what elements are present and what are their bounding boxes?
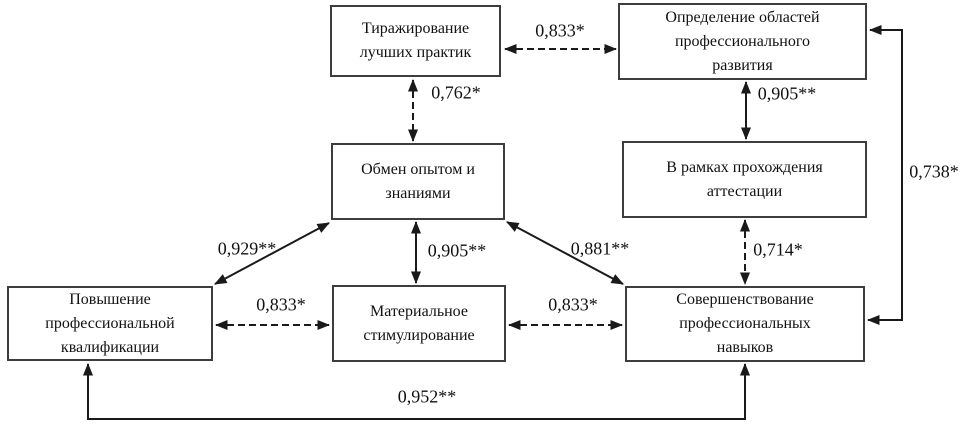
- edge-value-development-areas-skills-improvement: 0,738*: [909, 161, 959, 182]
- node-professional-development-areas: Определение областей профессионального р…: [618, 3, 867, 80]
- edge-value-qualification-experience-exchange: 0,929**: [217, 238, 277, 259]
- edge-value-qualification-material-incentives: 0,833*: [256, 294, 306, 315]
- node-experience-knowledge-exchange: Обмен опытом и знаниями: [331, 143, 505, 220]
- edge-value-qualification-skills-improvement: 0,952**: [397, 386, 457, 407]
- edge-value-best-practices-experience-exchange: 0,762*: [431, 82, 481, 103]
- edge-qualification-skills-improvement: [83, 363, 750, 420]
- edge-value-material-incentives-skills-improvement: 0,833*: [548, 294, 598, 315]
- edge-value-development-areas-attestation: 0,905**: [757, 83, 817, 104]
- edge-development-areas-skills-improvement: [867, 25, 903, 325]
- edge-value-best-practices-development-areas: 0,833*: [535, 20, 585, 41]
- node-qualification-upgrade: Повышение профессиональной квалификации: [7, 286, 213, 361]
- edge-value-experience-exchange-material-incentives: 0,905**: [427, 240, 487, 261]
- node-professional-skills-improvement: Совершенствование профессиональных навык…: [625, 286, 865, 362]
- edge-value-experience-exchange-skills-improvement: 0,881**: [570, 238, 630, 259]
- node-material-incentives: Материальное стимулирование: [332, 285, 506, 362]
- node-best-practices-replication: Тиражирование лучших практик: [330, 5, 501, 77]
- node-attestation-process: В рамках прохождения аттестации: [622, 141, 867, 218]
- edge-qualification-experience-exchange: [214, 222, 330, 285]
- edge-value-attestation-skills-improvement: 0,714*: [753, 239, 803, 260]
- edge-experience-exchange-skills-improvement: [506, 221, 624, 285]
